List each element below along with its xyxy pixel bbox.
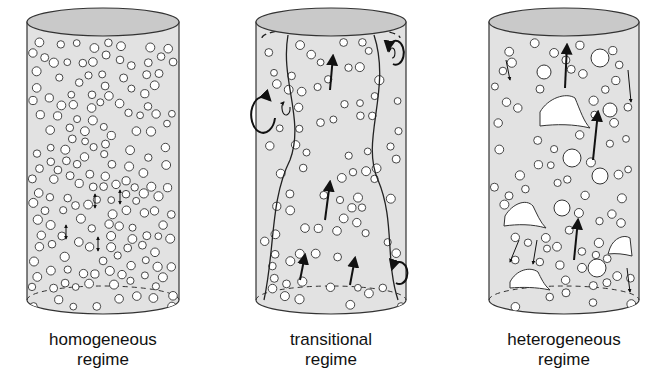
column-body xyxy=(256,22,406,314)
bubble-group xyxy=(490,39,635,311)
column-top xyxy=(256,8,406,36)
regime-label: transitional regime xyxy=(266,330,396,370)
regime-label: homogeneous regime xyxy=(38,330,168,370)
regime-label: heterogeneous regime xyxy=(499,330,629,370)
bubble-group xyxy=(28,38,177,311)
column-body xyxy=(489,22,639,314)
column-body xyxy=(27,22,179,314)
column-top xyxy=(489,8,639,36)
column-top xyxy=(27,8,179,36)
bubble-group xyxy=(261,39,405,310)
